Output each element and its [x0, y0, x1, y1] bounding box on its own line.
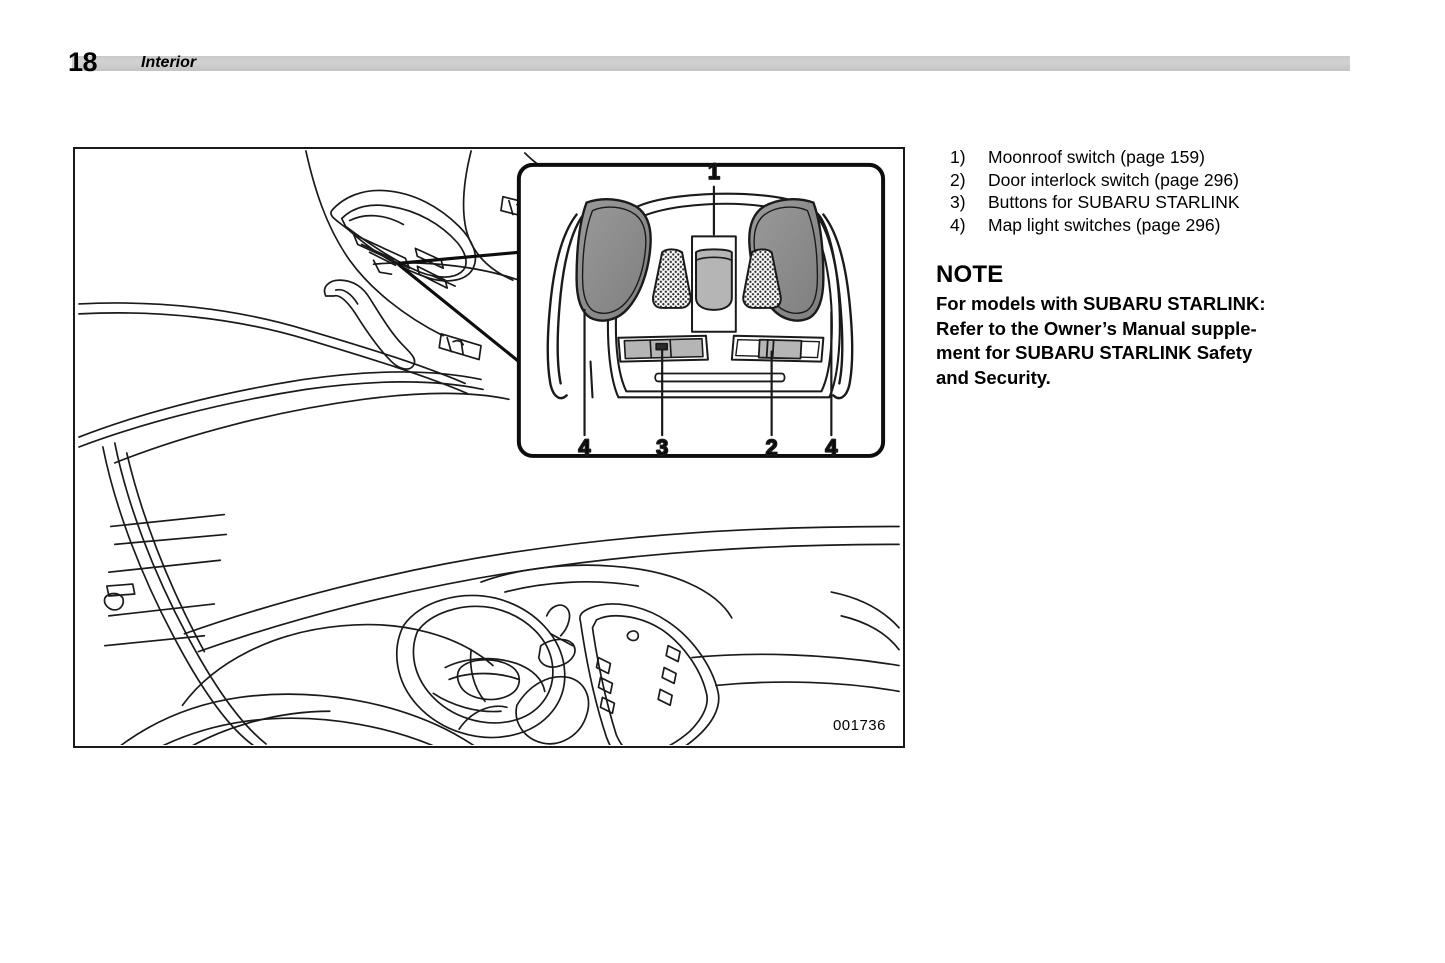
note-line: and Security. — [936, 366, 1051, 388]
note-block: NOTE For models with SUBARU STARLINK: Re… — [936, 260, 1344, 390]
speaker-grille-right — [742, 248, 782, 309]
callout-number-3: 3 — [656, 435, 668, 460]
note-line: ment for SUBARU STARLINK Safety — [936, 342, 1253, 363]
callout-number-2: 2 — [766, 435, 778, 460]
legend-item-number: 1) — [950, 147, 966, 167]
note-line: For models with SUBARU STARLINK: — [936, 293, 1266, 314]
interior-figure: 1 4 3 2 4 001736 — [73, 147, 905, 748]
legend-list: 1) Moonroof switch (page 159) 2) Door in… — [950, 146, 1370, 236]
note-line: Refer to the Owner’s Manual supple- — [936, 317, 1257, 339]
detail-leader-lines — [397, 250, 521, 364]
callout-number-4-left: 4 — [578, 435, 591, 460]
figure-id-label: 001736 — [832, 717, 886, 734]
page-number: 18 — [68, 47, 98, 77]
legend-item: 3) Buttons for SUBARU STARLINK — [950, 191, 1370, 214]
legend-item-label: Buttons for SUBARU STARLINK — [988, 192, 1240, 212]
page-header: 18 Interior — [0, 44, 1445, 80]
starlink-buttons — [617, 334, 709, 363]
speaker-grille-left — [652, 248, 692, 309]
header-rule-bar — [72, 56, 1350, 71]
legend-item: 2) Door interlock switch (page 296) — [950, 169, 1370, 192]
callout-number-1: 1 — [708, 159, 720, 184]
legend-item: 1) Moonroof switch (page 159) — [950, 146, 1370, 169]
legend-item-number: 4) — [950, 214, 966, 235]
overhead-console-detail-box: 1 4 3 2 4 — [516, 158, 886, 461]
legend-item-label: Moonroof switch (page 159) — [988, 147, 1205, 167]
interior-illustration: 1 4 3 2 4 — [78, 150, 900, 746]
legend-item-label: Door interlock switch (page 296) — [988, 169, 1239, 190]
map-light-switch-left-panel — [575, 197, 652, 322]
legend-item-number: 2) — [950, 169, 966, 190]
legend-item-number: 3) — [950, 192, 966, 212]
door-interlock-switch — [730, 334, 825, 363]
legend-item: 4) Map light switches (page 296) — [950, 214, 1370, 237]
section-title: Interior — [141, 54, 197, 71]
legend-item-label: Map light switches (page 296) — [988, 214, 1221, 235]
note-heading: NOTE — [936, 261, 1004, 288]
moonroof-switch — [691, 235, 737, 333]
callout-number-4-right: 4 — [825, 435, 838, 460]
